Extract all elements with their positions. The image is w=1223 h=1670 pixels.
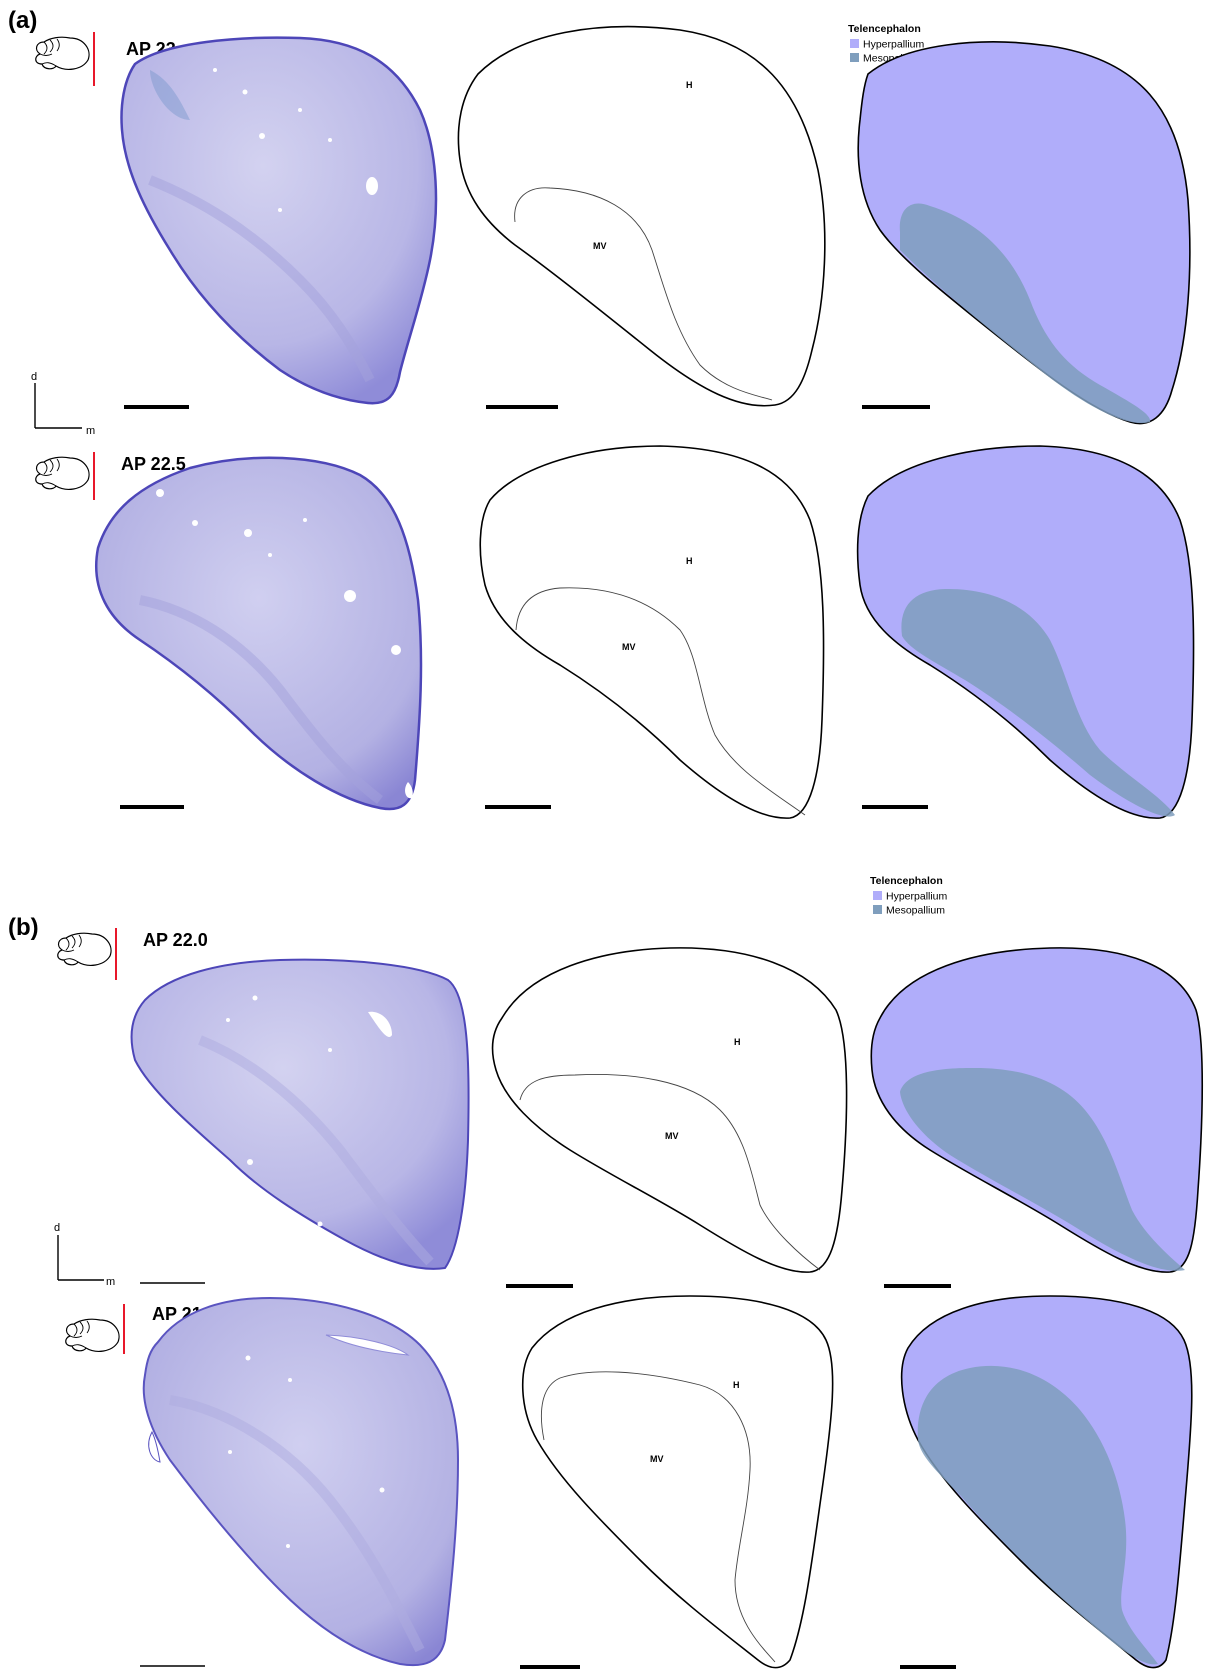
legend-title: Telencephalon <box>848 23 921 35</box>
region-label-h: H <box>734 1037 741 1047</box>
region-label-mv: MV <box>650 1454 664 1464</box>
mesopallium-boundary <box>515 587 806 816</box>
brain-orientation-icon <box>35 452 95 500</box>
ap-label: AP 22.5 <box>121 454 186 474</box>
orientation-axes: d m <box>31 371 95 437</box>
nissl-section-image <box>95 456 423 811</box>
brain-orientation-icon <box>57 928 117 980</box>
nissl-section-image <box>120 36 438 405</box>
axis-label-dorsal: d <box>31 371 37 383</box>
panel-b: (b) Telencephalon Hyperpallium Mesopalli… <box>8 875 1204 1669</box>
orientation-axes: d m <box>54 1222 115 1288</box>
section-row: AP 22.5 H MV <box>35 445 1195 819</box>
mesopallium-boundary <box>541 1371 776 1663</box>
outline-drawing <box>521 1295 834 1669</box>
section-row: AP 21.5 H MV <box>65 1295 1193 1669</box>
legend-swatch-mesopallium <box>850 53 859 62</box>
mesopallium-region <box>901 588 1175 817</box>
region-label-h: H <box>686 80 693 90</box>
legend-swatch-mesopallium <box>873 905 882 914</box>
mesopallium-boundary <box>519 1073 821 1271</box>
region-label-h: H <box>733 1380 740 1390</box>
brain-orientation-icon <box>35 32 95 86</box>
brain-orientation-icon <box>65 1304 125 1354</box>
nissl-section-image <box>130 958 470 1270</box>
panel-label: (a) <box>8 7 37 34</box>
region-label-mv: MV <box>593 241 607 251</box>
axis-label-dorsal: d <box>54 1222 60 1234</box>
outline-drawing <box>479 445 825 819</box>
panel-label: (b) <box>8 914 39 941</box>
axis-label-medial: m <box>86 425 95 437</box>
mesopallium-boundary <box>514 187 773 401</box>
legend-swatch-hyperpallium <box>873 891 882 900</box>
region-label-mv: MV <box>622 642 636 652</box>
mesopallium-region <box>917 1365 1158 1665</box>
outline-drawing <box>457 25 826 407</box>
outline-drawing <box>491 947 848 1273</box>
ap-label: AP 22.0 <box>143 930 208 950</box>
legend-swatch-hyperpallium <box>850 39 859 48</box>
legend-label-hyperpallium: Hyperpallium <box>863 39 925 51</box>
legend-title: Telencephalon <box>870 875 943 887</box>
nissl-section-image <box>142 1296 460 1667</box>
mesopallium-region <box>899 203 1151 424</box>
section-row: AP 23 H MV <box>35 25 1191 425</box>
legend-label-hyperpallium: Hyperpallium <box>886 891 948 903</box>
section-row: AP 22.0 H MV <box>57 928 1204 1288</box>
panel-a: (a) Telencephalon Hyperpallium Mesopalli… <box>8 7 1195 819</box>
region-label-h: H <box>686 556 693 566</box>
axis-label-medial: m <box>106 1276 115 1288</box>
legend-label-mesopallium: Mesopallium <box>886 905 945 917</box>
legend: Telencephalon Hyperpallium Mesopallium <box>870 875 948 917</box>
region-label-mv: MV <box>665 1131 679 1141</box>
mesopallium-region <box>900 1067 1185 1271</box>
